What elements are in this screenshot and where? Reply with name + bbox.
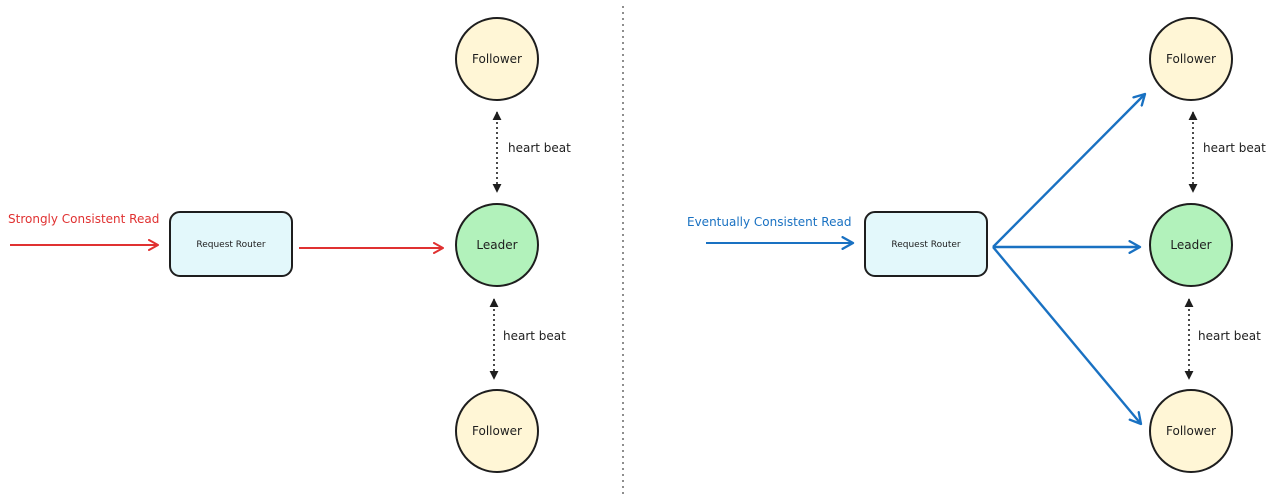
router-to-follower-top-arrow xyxy=(992,92,1147,248)
left-heartbeat-top-label: heart beat xyxy=(508,141,571,155)
right-follower-top-label: Follower xyxy=(1166,52,1216,66)
left-leader xyxy=(455,203,539,287)
right-heartbeat-bottom-label: heart beat xyxy=(1198,329,1261,343)
right-panel: Eventually Consistent Read Request Route… xyxy=(687,17,1266,473)
left-follower-bottom xyxy=(455,389,539,473)
left-follower-bottom-label: Follower xyxy=(472,424,522,438)
router-to-follower-bottom-arrow xyxy=(992,246,1143,426)
right-follower-bottom-label: Follower xyxy=(1166,424,1216,438)
left-heartbeat-bottom-label: heart beat xyxy=(503,329,566,343)
left-router-box xyxy=(169,211,293,277)
right-router-label: Request Router xyxy=(891,240,961,250)
left-leader-label: Leader xyxy=(476,238,517,252)
right-router-box xyxy=(864,211,988,277)
right-leader xyxy=(1149,203,1233,287)
left-follower-top-label: Follower xyxy=(472,52,522,66)
left-follower-top xyxy=(455,17,539,101)
strong-read-label: Strongly Consistent Read xyxy=(8,212,159,226)
right-follower-bottom xyxy=(1149,389,1233,473)
left-panel: Strongly Consistent Read Request Router … xyxy=(8,17,571,473)
right-leader-label: Leader xyxy=(1170,238,1211,252)
right-follower-top xyxy=(1149,17,1233,101)
right-heartbeat-top-label: heart beat xyxy=(1203,141,1266,155)
left-router-label: Request Router xyxy=(196,240,266,250)
eventual-read-label: Eventually Consistent Read xyxy=(687,215,851,229)
